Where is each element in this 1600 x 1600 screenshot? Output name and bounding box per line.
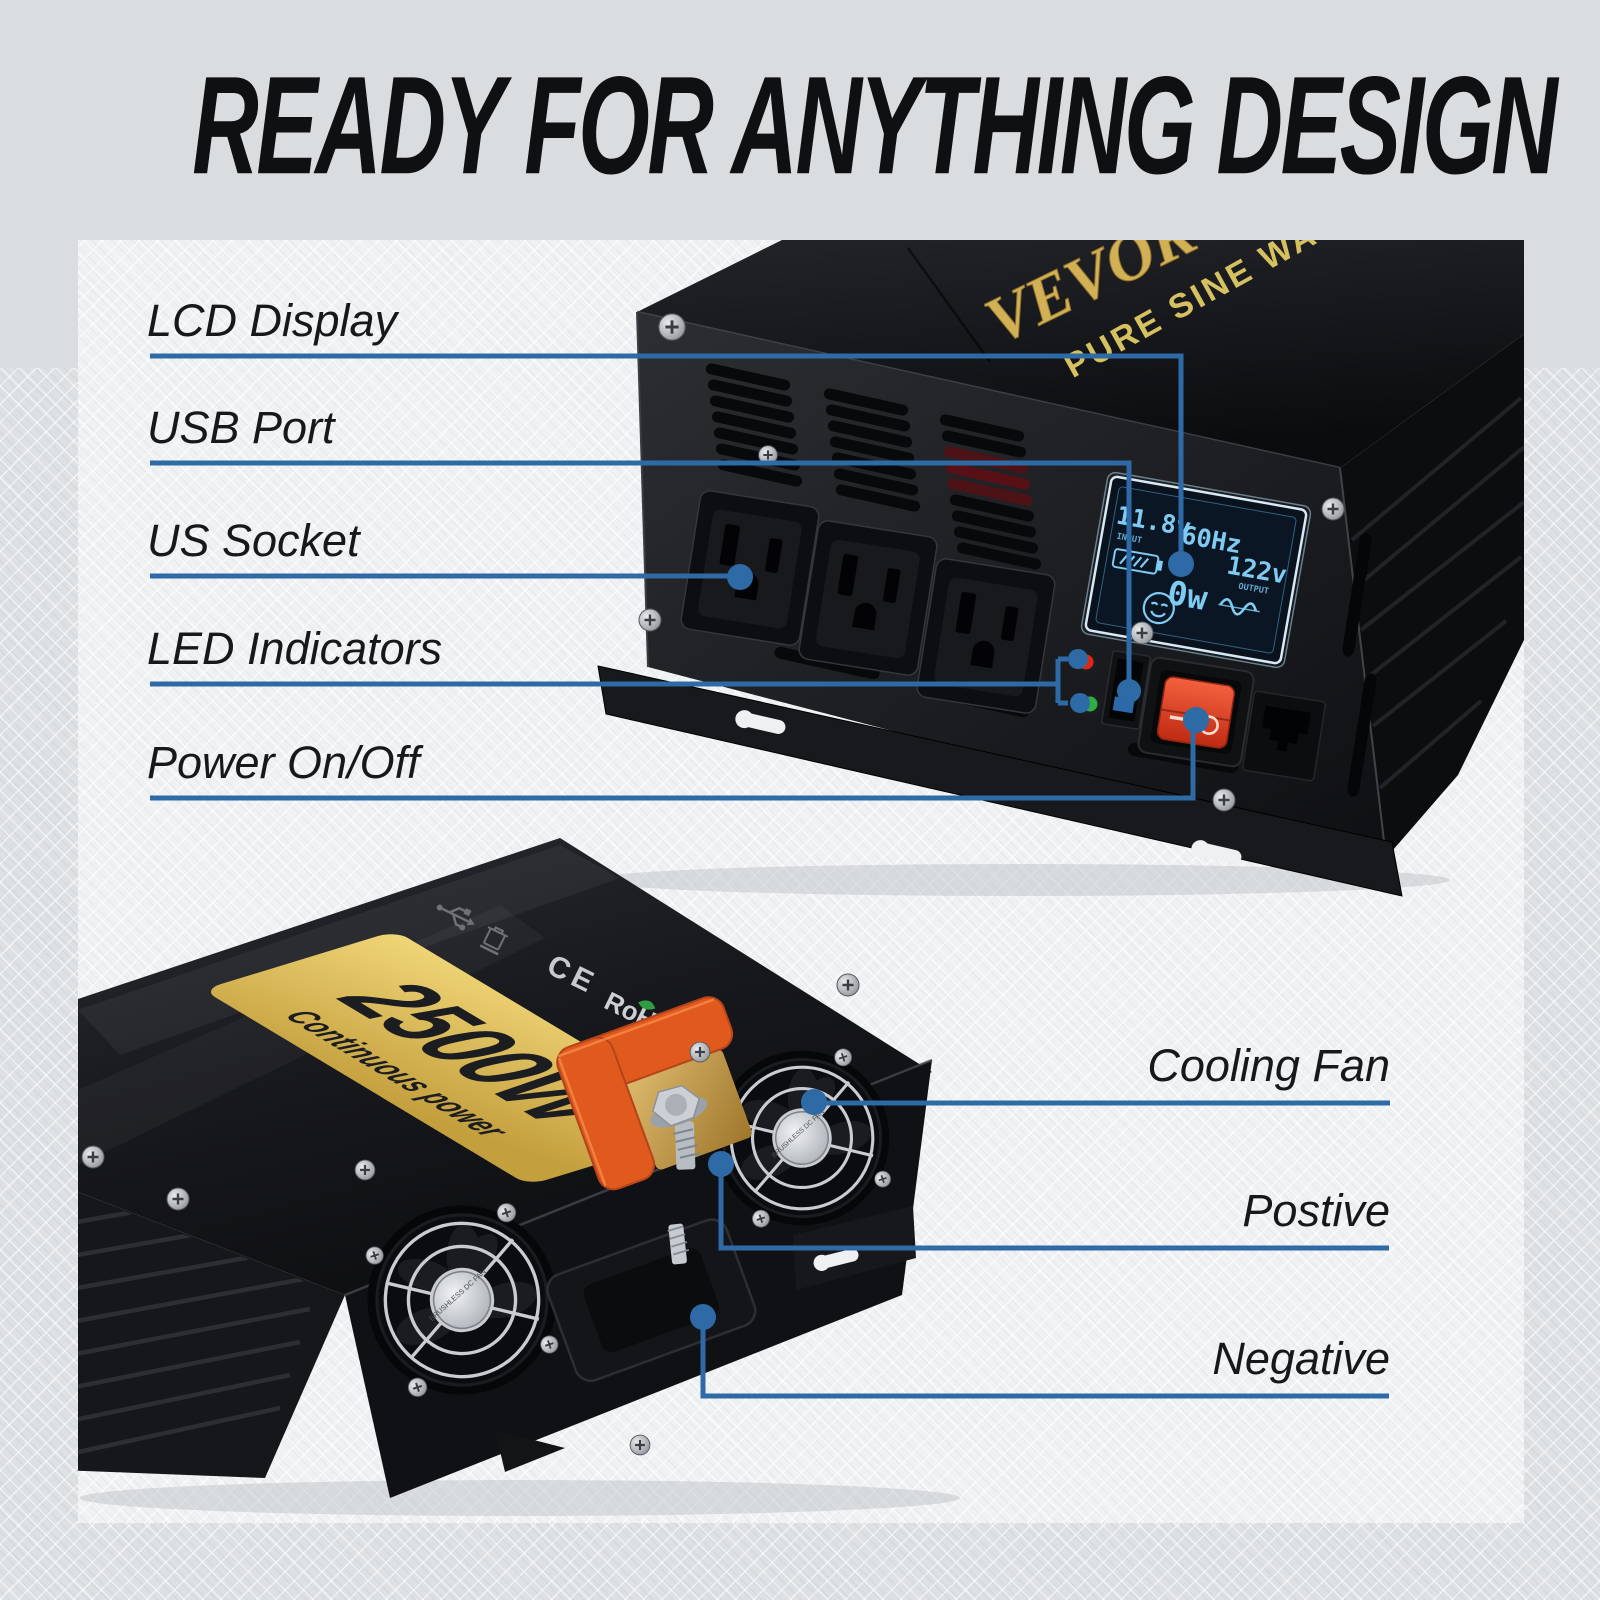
switch-off-mark — [1169, 715, 1185, 721]
callout-line-power — [150, 724, 1196, 801]
callout-dot-fan — [801, 1089, 827, 1115]
callout-line-usb — [150, 460, 1132, 687]
positive-terminal — [556, 996, 752, 1191]
callout-dot-lcd — [1168, 551, 1194, 577]
us-socket-3 — [915, 556, 1057, 716]
callout-label-usb: USB Port — [147, 402, 335, 453]
us-socket-2 — [797, 518, 939, 678]
callout-label-led: LED Indicators — [147, 623, 443, 674]
mounting-flange-front — [597, 665, 1403, 897]
page-title-text: READY FOR ANYTHING DESIGN — [192, 48, 1557, 204]
us-socket-1 — [679, 488, 821, 648]
weee-icon — [479, 926, 509, 956]
callout-line-negative — [700, 1320, 1389, 1399]
callout-dot-usb — [1117, 679, 1141, 703]
cooling-fan-2: BRUSHLESS DC FAN — [343, 1181, 581, 1419]
callout-dot-positive — [708, 1151, 734, 1177]
callout-dot-power — [1183, 707, 1209, 733]
callout-label-socket: US Socket — [147, 515, 360, 566]
callout-dot-led-green — [1070, 693, 1090, 713]
negative-bolt — [667, 1223, 690, 1265]
lcd-display: 11.8v INPUT 60Hz 122v OUTPUT 0w — [1080, 471, 1312, 669]
callout-dot-led-red — [1068, 649, 1088, 669]
callout-dots — [690, 551, 1209, 1330]
callout-label-negative: Negative — [1212, 1333, 1390, 1384]
page-title: READY FOR ANYTHING DESIGN — [0, 48, 1600, 204]
callout-dot-socket — [727, 564, 753, 590]
heatsink-side — [1339, 334, 1524, 859]
positive-bolt — [650, 1084, 708, 1170]
callout-label-fan: Cooling Fan — [1147, 1040, 1390, 1091]
callout-label-power: Power On/Off — [147, 737, 420, 788]
callout-dot-negative — [690, 1304, 716, 1330]
smiley-icon — [1142, 592, 1175, 625]
callout-line-led — [150, 656, 1068, 706]
cooling-fan-1: BRUSHLESS DC FAN — [692, 1028, 912, 1248]
sine-wave-icon — [1218, 598, 1260, 616]
lcd-power-value: 0w — [1164, 573, 1210, 618]
callout-label-lcd: LCD Display — [147, 295, 398, 346]
callout-line-positive — [718, 1167, 1389, 1251]
usb-icon — [436, 904, 475, 931]
rohs-leaf-icon — [638, 1000, 656, 1010]
inverter-front-view: VEVOR PURE SINE WAVE — [590, 240, 1524, 897]
callout-label-positive: Postive — [1242, 1185, 1390, 1236]
remote-port — [1242, 690, 1326, 782]
callout-lines — [150, 353, 1390, 1399]
callout-line-lcd — [150, 353, 1184, 560]
inverter-rear-view: 2500W Continuous power CE RoHS — [78, 838, 960, 1516]
